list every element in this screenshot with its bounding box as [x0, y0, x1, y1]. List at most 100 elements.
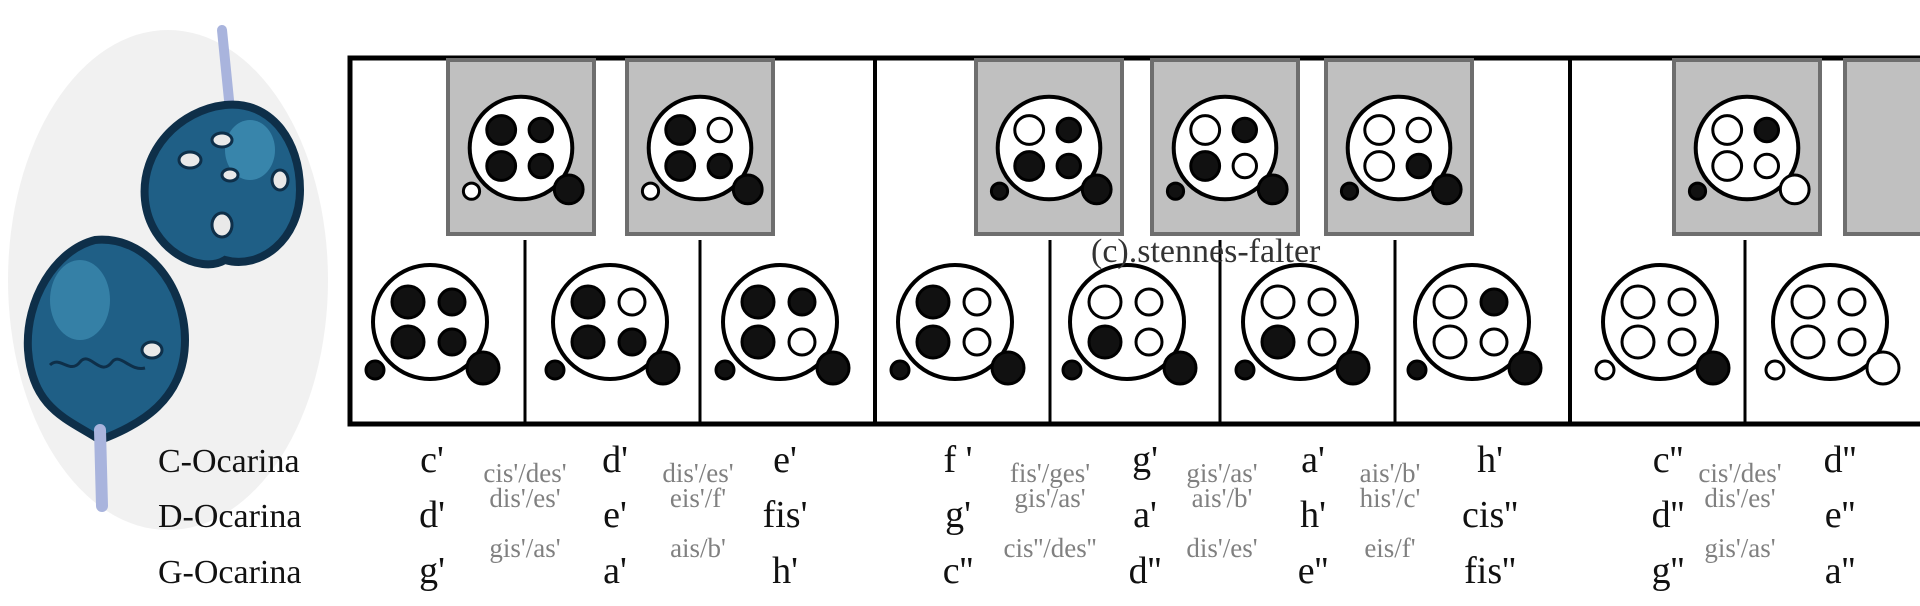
ocarina-upper-photo: [140, 25, 305, 269]
closed-hole-icon: [1055, 152, 1083, 180]
note-label: g': [1132, 439, 1158, 481]
note-label: e': [773, 439, 797, 481]
black-key: [446, 58, 596, 236]
open-hole-icon: [640, 181, 661, 201]
closed-hole-icon: [1165, 181, 1186, 201]
open-hole-icon: [1790, 284, 1826, 320]
closed-hole-icon: [1162, 350, 1198, 386]
black-key: [1672, 58, 1822, 236]
row-labels: C-Ocarina D-Ocarina G-Ocarina: [158, 443, 301, 591]
note-label: d'': [1824, 439, 1857, 481]
white-key: [1406, 263, 1543, 386]
hole-icon: [270, 168, 290, 192]
open-hole-icon: [1363, 114, 1396, 146]
note-label: h': [1300, 494, 1326, 536]
open-hole-icon: [1087, 284, 1123, 320]
closed-hole-icon: [1479, 287, 1509, 317]
sharp-note-label: cis'/des': [1698, 458, 1781, 488]
open-hole-icon: [1620, 284, 1656, 320]
black-key: [974, 58, 1124, 236]
ocarina-lower-photo: [23, 235, 190, 512]
note-label: e'': [1298, 550, 1329, 592]
open-hole-icon: [461, 181, 482, 201]
note-label: h': [1477, 439, 1503, 481]
open-hole-icon: [787, 327, 817, 357]
sharp-note-label: gis'/as': [1014, 483, 1085, 513]
white-key: [544, 263, 681, 386]
closed-hole-icon: [1695, 350, 1731, 386]
sharp-note-label: dis'/es': [489, 483, 560, 513]
open-hole-icon: [1479, 327, 1509, 357]
open-hole-icon: [1620, 324, 1656, 360]
closed-hole-icon: [1013, 150, 1046, 182]
open-hole-icon: [1711, 114, 1744, 146]
closed-hole-icon: [1189, 150, 1222, 182]
sharp-note-label: gis'/as': [489, 533, 560, 563]
note-label: g': [945, 494, 971, 536]
open-hole-icon: [1432, 284, 1468, 320]
open-hole-icon: [1764, 359, 1786, 381]
sharp-note-label: dis'/es': [1704, 483, 1775, 513]
ocarina-upper-highlight: [225, 120, 275, 180]
note-label: d'': [1652, 494, 1685, 536]
closed-hole-icon: [1753, 116, 1781, 144]
closed-hole-icon: [390, 284, 426, 320]
open-hole-icon: [1711, 150, 1744, 182]
closed-hole-icon: [664, 150, 697, 182]
hole-icon: [210, 131, 234, 149]
closed-hole-icon: [1080, 173, 1113, 206]
note-label: e': [603, 494, 627, 536]
hole-icon: [140, 340, 164, 360]
white-key: [1234, 263, 1371, 386]
closed-hole-icon: [1405, 152, 1433, 180]
closed-hole-icon: [1256, 173, 1289, 206]
closed-hole-icon: [1335, 350, 1371, 386]
closed-hole-icon: [1087, 324, 1123, 360]
open-hole-icon: [1667, 287, 1697, 317]
open-hole-icon: [1260, 284, 1296, 320]
note-label: a'': [1825, 550, 1856, 592]
closed-hole-icon: [740, 284, 776, 320]
watermark: (c).stennes-falter: [1091, 233, 1321, 270]
sharp-note-label: cis'/des': [483, 458, 566, 488]
closed-hole-icon: [437, 327, 467, 357]
closed-hole-icon: [1406, 359, 1428, 381]
sharp-note-label: ais'/b': [1192, 483, 1253, 513]
open-hole-icon: [1307, 287, 1337, 317]
row-label-g-ocarina: G-Ocarina: [158, 554, 301, 591]
open-hole-icon: [1405, 116, 1433, 144]
hole-icon: [177, 150, 203, 170]
closed-hole-icon: [1260, 324, 1296, 360]
closed-hole-icon: [1507, 350, 1543, 386]
note-label: c': [420, 439, 444, 481]
ocarina-lower-highlight: [50, 260, 110, 340]
closed-hole-icon: [1687, 181, 1708, 201]
open-hole-icon: [1837, 327, 1867, 357]
sharp-note-label: gis'/as': [1186, 458, 1257, 488]
closed-hole-icon: [552, 173, 585, 206]
white-key: [364, 263, 501, 386]
white-key: [889, 263, 1026, 386]
note-label: d': [602, 439, 628, 481]
note-label: a': [1133, 494, 1157, 536]
open-hole-icon: [1189, 114, 1222, 146]
open-hole-icon: [617, 287, 647, 317]
open-hole-icon: [1363, 150, 1396, 182]
sharp-note-label: ais/b': [670, 533, 726, 563]
closed-hole-icon: [364, 359, 386, 381]
black-key-body: [1843, 58, 1920, 236]
sharp-note-label: fis'/ges': [1010, 458, 1090, 488]
cord-upper: [217, 25, 235, 115]
closed-hole-icon: [664, 114, 697, 146]
open-hole-icon: [1837, 287, 1867, 317]
closed-hole-icon: [617, 327, 647, 357]
open-hole-icon: [1790, 324, 1826, 360]
octave-dividers: [873, 58, 1572, 424]
note-label: c'': [1653, 439, 1684, 481]
sharp-note-label: his'/c': [1360, 483, 1421, 513]
closed-hole-icon: [527, 116, 554, 144]
black-key: [1843, 58, 1920, 236]
black-key: [625, 58, 775, 236]
note-label: d': [419, 494, 445, 536]
